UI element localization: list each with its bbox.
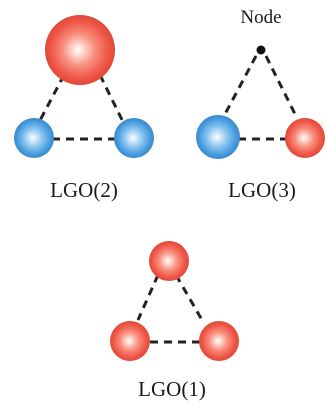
lgo3-bond-left	[222, 55, 258, 117]
lgo3-label: LGO(3)	[228, 178, 296, 202]
lgo1-label: LGO(1)	[138, 377, 206, 401]
lgo2-large-red-orbital	[45, 15, 115, 85]
lgo1-bond-right	[174, 274, 204, 321]
node-label: Node	[240, 7, 281, 28]
lgo1-left-red-orbital	[110, 321, 150, 361]
lgo2-label: LGO(2)	[50, 178, 118, 202]
lgo2-right-blue-orbital	[114, 118, 154, 158]
lgo3-left-blue-orbital	[196, 115, 240, 159]
lgo3-right-red-orbital	[285, 118, 325, 158]
lgo3-group: Node LGO(3)	[196, 7, 325, 202]
lgo2-group: LGO(2)	[14, 15, 154, 202]
lgo1-top-red-orbital	[149, 241, 189, 281]
lgo3-bond-right	[264, 55, 298, 117]
lgo1-bond-left	[136, 274, 160, 321]
node-dot	[256, 45, 266, 55]
lgo2-bond-right	[98, 74, 128, 129]
lgo2-left-blue-orbital	[14, 118, 54, 158]
lgo1-right-red-orbital	[199, 321, 239, 361]
lgo1-group: LGO(1)	[110, 241, 239, 401]
